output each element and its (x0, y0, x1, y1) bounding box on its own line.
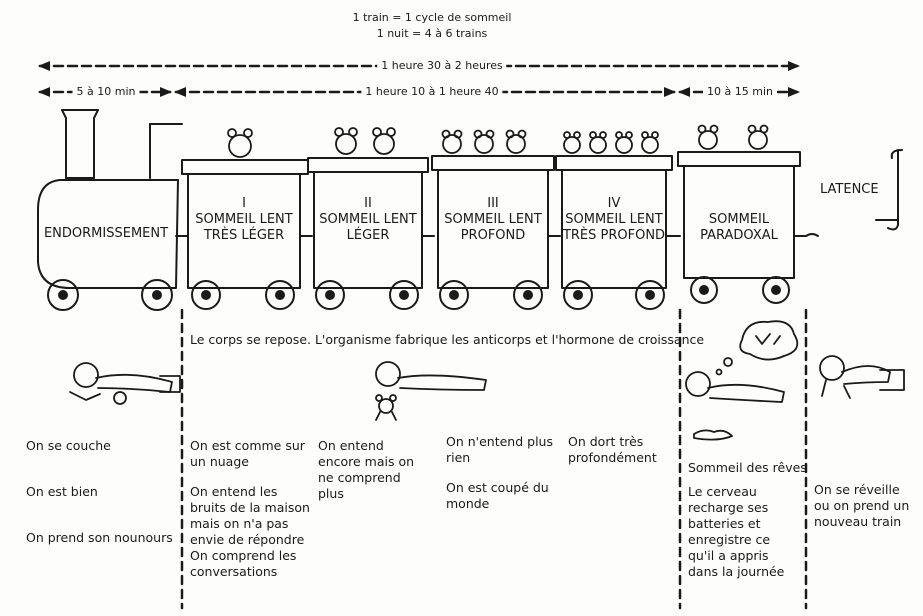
car-4-numeral: IV (563, 196, 665, 212)
header-line-1: 1 train = 1 cycle de sommeil (353, 10, 512, 26)
alarm-clock-icon (642, 132, 658, 153)
car-3-numeral: III (444, 196, 541, 212)
alarm-clock-icon (475, 131, 494, 154)
car-1-line-2: TRÈS LÉGER (195, 228, 292, 244)
stage-4-description: On dort très profondément (568, 434, 668, 466)
waking-child-icon (820, 356, 904, 398)
car-paradoxal-label: SOMMEIL PARADOXAL (700, 212, 778, 244)
alarm-clock-icon (699, 126, 718, 150)
alarm-clock-icon (443, 131, 462, 154)
car-1-numeral: I (195, 196, 292, 212)
car-3-line-2: PROFOND (444, 228, 541, 244)
slow-sleep-duration-label: 1 heure 10 à 1 heure 40 (361, 84, 502, 100)
description-line: On entend les bruits de la maison mais o… (190, 484, 310, 548)
car-4-line-2: TRÈS PROFOND (563, 228, 665, 244)
paradoxal-duration-label: 10 à 15 min (703, 84, 777, 100)
car-paradoxal-line-1: SOMMEIL (700, 212, 778, 228)
locomotive (38, 110, 188, 310)
description-line: On est bien (26, 484, 176, 500)
body-note: Le corps se repose. L'organisme fabrique… (190, 332, 704, 348)
description-line: On n'entend plus rien (446, 434, 556, 466)
car-3-line-1: SOMMEIL LENT (444, 212, 541, 228)
paradoxal-title: Sommeil des rêves (688, 460, 796, 476)
car-4-line-1: SOMMEIL LENT (563, 212, 665, 228)
description-line: On comprend les conversations (190, 548, 310, 580)
alarm-clock-icon (749, 126, 768, 150)
car-2-line-2: LÉGER (319, 228, 416, 244)
alarm-clock-icon (564, 132, 580, 153)
car-4-label: IV SOMMEIL LENT TRÈS PROFOND (563, 196, 665, 244)
description-line: On se couche (26, 438, 176, 454)
latence-description: On se réveille ou on prend un nouveau tr… (814, 482, 918, 530)
alarm-clock-icon (616, 132, 632, 153)
alarm-clock-icon (590, 132, 606, 153)
stage-1-description: On est comme sur un nuage On entend les … (190, 438, 310, 580)
alarm-clock-icon (507, 131, 526, 154)
description-line: On dort très profondément (568, 434, 668, 466)
car-1-line-1: SOMMEIL LENT (195, 212, 292, 228)
description-line: On entend encore mais on ne comprend plu… (318, 438, 430, 502)
description-line: On prend son nounours (26, 530, 176, 546)
endormissement-duration-label: 5 à 10 min (73, 84, 140, 100)
stage-2-description: On entend encore mais on ne comprend plu… (318, 438, 430, 502)
stage-3-description: On n'entend plus rien On est coupé du mo… (446, 434, 556, 512)
sleeping-child-with-teddy-icon (376, 362, 486, 420)
latence-hook (876, 150, 902, 229)
car-3-label: III SOMMEIL LENT PROFOND (444, 196, 541, 244)
description-line: On se réveille ou on prend un nouveau tr… (814, 482, 918, 530)
alarm-clock-icon (228, 129, 252, 157)
car-2-label: II SOMMEIL LENT LÉGER (319, 196, 416, 244)
paradoxal-description: Sommeil des rêves Le cerveau recharge se… (688, 460, 796, 580)
endormissement-description: On se couche On est bien On prend son no… (26, 438, 176, 546)
alarm-clock-icon (373, 128, 395, 154)
car-1-label: I SOMMEIL LENT TRÈS LÉGER (195, 196, 292, 244)
latence-label: LATENCE (820, 182, 879, 198)
alarm-clock-icon (335, 128, 357, 154)
description-line: Le cerveau recharge ses batteries et enr… (688, 484, 796, 580)
car-2-line-1: SOMMEIL LENT (319, 212, 416, 228)
total-duration-label: 1 heure 30 à 2 heures (377, 58, 506, 74)
locomotive-label: ENDORMISSEMENT (44, 226, 168, 242)
sleeping-child-icon (70, 363, 180, 404)
car-paradoxal-line-2: PARADOXAL (700, 228, 778, 244)
car-2-numeral: II (319, 196, 416, 212)
description-line: On est coupé du monde (446, 480, 556, 512)
description-line: On est comme sur un nuage (190, 438, 310, 470)
header-line-2: 1 nuit = 4 à 6 trains (377, 26, 488, 42)
